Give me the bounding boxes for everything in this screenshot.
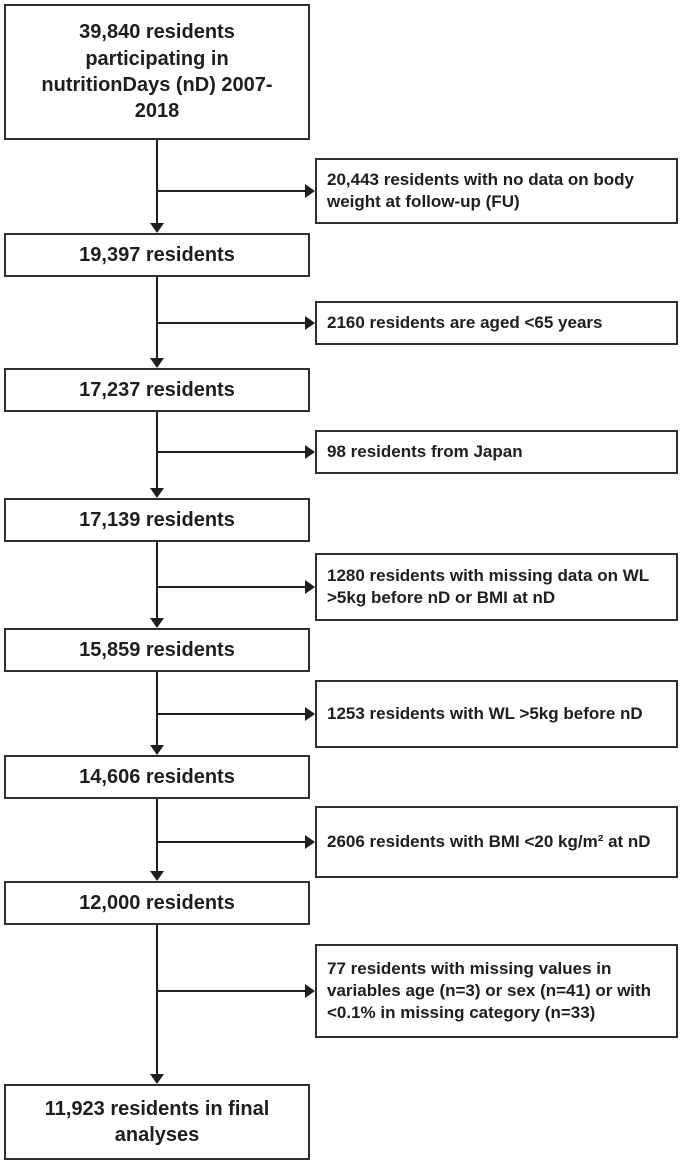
- branch-line-1: [157, 190, 305, 192]
- flow-line-7: [156, 925, 158, 1076]
- stage-box-total-participants: 39,840 residents participating in nutrit…: [4, 4, 310, 140]
- stage-box-4: 17,139 residents: [4, 498, 310, 542]
- stage-box-3: 17,237 residents: [4, 368, 310, 412]
- arrow-down-icon: [150, 871, 164, 881]
- exclusion-box-2: 2160 residents are aged <65 years: [315, 301, 678, 345]
- exclusion-box-6: 2606 residents with BMI <20 kg/m² at nD: [315, 806, 678, 878]
- flow-line-6: [156, 799, 158, 873]
- flow-line-4: [156, 542, 158, 620]
- stage-box-5: 15,859 residents: [4, 628, 310, 672]
- stage-box-final-analyses: 11,923 residents in final analyses: [4, 1084, 310, 1160]
- branch-line-4: [157, 586, 305, 588]
- arrow-down-icon: [150, 618, 164, 628]
- arrow-down-icon: [150, 223, 164, 233]
- exclusion-box-1: 20,443 residents with no data on body we…: [315, 158, 678, 224]
- arrow-down-icon: [150, 358, 164, 368]
- exclusion-box-3: 98 residents from Japan: [315, 430, 678, 474]
- exclusion-box-5: 1253 residents with WL >5kg before nD: [315, 680, 678, 748]
- flow-line-5: [156, 672, 158, 747]
- flow-line-2: [156, 277, 158, 360]
- arrow-right-icon: [305, 184, 315, 198]
- stage-box-2: 19,397 residents: [4, 233, 310, 277]
- branch-line-3: [157, 451, 305, 453]
- branch-line-2: [157, 322, 305, 324]
- flow-line-1: [156, 140, 158, 225]
- arrow-down-icon: [150, 745, 164, 755]
- stage-box-7: 12,000 residents: [4, 881, 310, 925]
- arrow-down-icon: [150, 1074, 164, 1084]
- branch-line-7: [157, 990, 305, 992]
- exclusion-box-4: 1280 residents with missing data on WL >…: [315, 553, 678, 621]
- arrow-right-icon: [305, 707, 315, 721]
- arrow-down-icon: [150, 488, 164, 498]
- stage-box-6: 14,606 residents: [4, 755, 310, 799]
- branch-line-6: [157, 841, 305, 843]
- exclusion-box-7: 77 residents with missing values in vari…: [315, 944, 678, 1038]
- branch-line-5: [157, 713, 305, 715]
- arrow-right-icon: [305, 316, 315, 330]
- arrow-right-icon: [305, 580, 315, 594]
- arrow-right-icon: [305, 445, 315, 459]
- arrow-right-icon: [305, 835, 315, 849]
- arrow-right-icon: [305, 984, 315, 998]
